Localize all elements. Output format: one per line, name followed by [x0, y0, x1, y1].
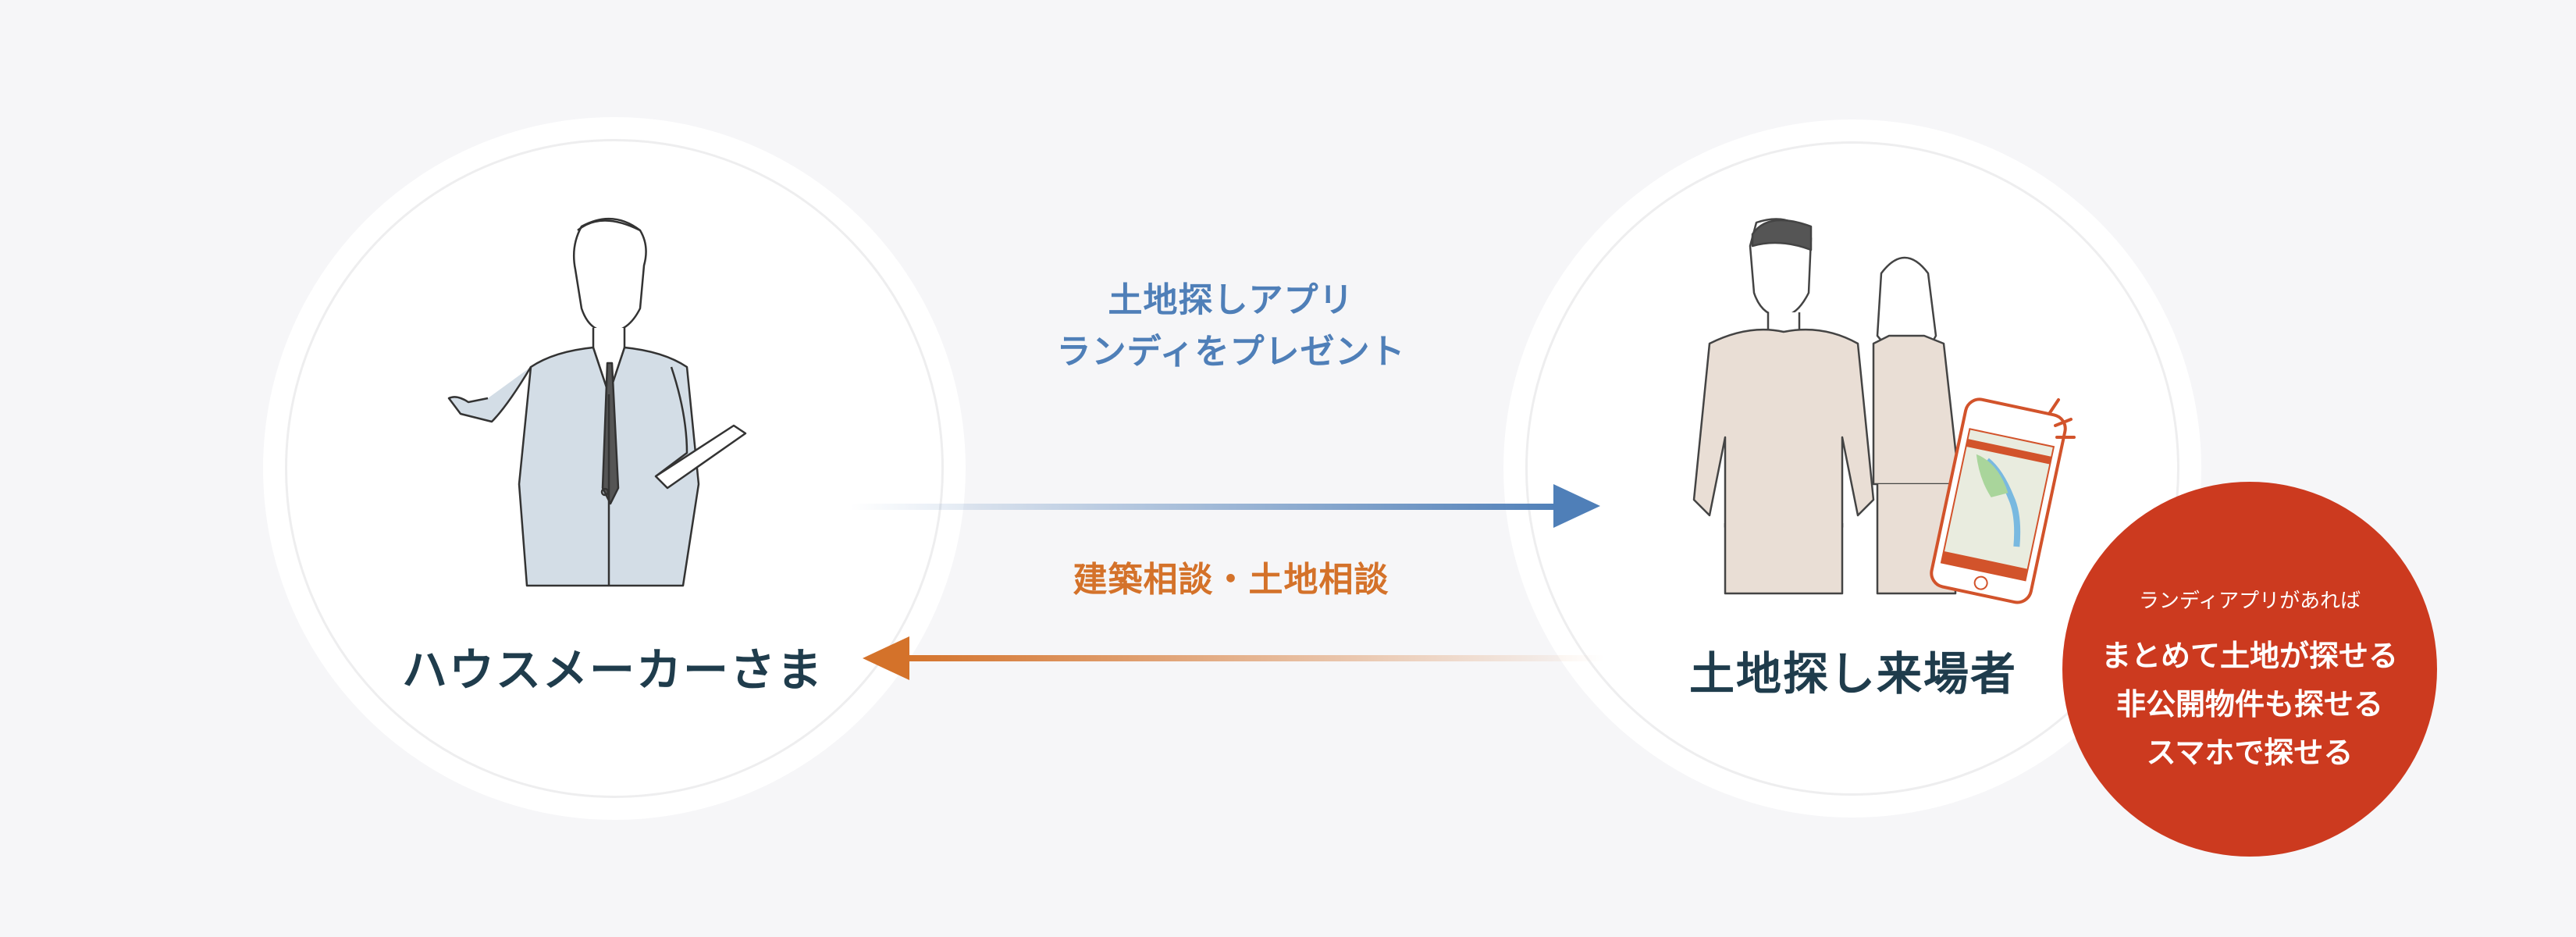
benefits-badge: ランディアプリがあれば まとめて土地が探せる 非公開物件も探せる スマホで探せる: [2062, 482, 2437, 857]
badge-benefits: まとめて土地が探せる 非公開物件も探せる スマホで探せる: [2062, 632, 2437, 777]
backward-arrow: [863, 636, 1604, 680]
visitor-ring: [1525, 141, 2179, 796]
backward-message: 建築相談・土地相談: [1073, 560, 1389, 600]
benefit-item: スマホで探せる: [2146, 736, 2354, 770]
badge-intro: ランディアプリがあれば: [2138, 590, 2361, 613]
house-maker-ring: [285, 139, 944, 798]
forward-message-line: 土地探しアプリ: [1108, 280, 1354, 320]
businessman-icon: [447, 217, 747, 587]
phone-app-icon: [1930, 397, 2076, 604]
forward-message-line: ランディをプレゼント: [1056, 332, 1406, 372]
couple-icon: [1692, 218, 1959, 595]
benefit-item: まとめて土地が探せる: [2101, 639, 2398, 673]
visitor-label: 土地探し来場者: [1688, 647, 2018, 700]
house-maker-label: ハウスメーカーさま: [401, 643, 824, 697]
forward-message: 土地探しアプリ ランディをプレゼント: [1057, 275, 1406, 378]
forward-arrow: [851, 484, 1600, 528]
benefit-item: 非公開物件も探せる: [2115, 687, 2383, 721]
